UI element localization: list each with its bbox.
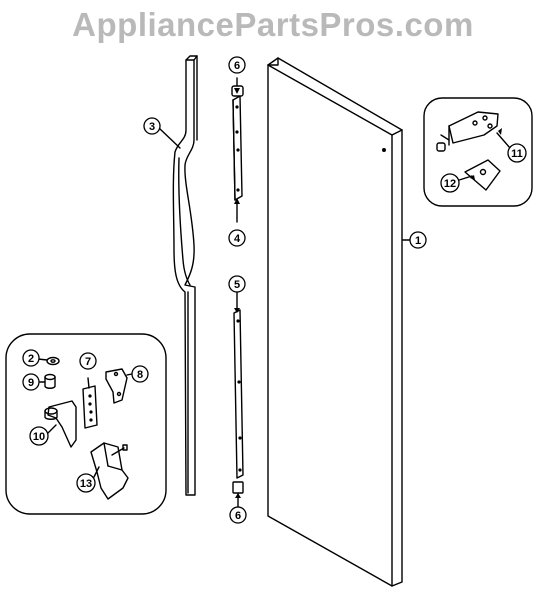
svg-text:3: 3 [149,121,155,133]
inset-lower-hinge [5,333,167,515]
callout-washer: 2 [22,349,40,367]
trim-lower [232,291,244,509]
callout-door-panel: 1 [409,231,427,249]
callout-hinge-top: 11 [507,143,527,163]
callout-bracket: 8 [131,365,149,383]
svg-text:8: 8 [137,369,143,381]
callout-shim: 7 [79,352,97,370]
svg-text:11: 11 [511,148,523,160]
callout-hinge-lower: 10 [29,426,49,446]
callout-trim-upper-bottom: 4 [228,229,246,247]
callout-trim-lower-top: 5 [228,275,246,293]
svg-text:7: 7 [85,356,91,368]
callout-hinge-cover: 13 [76,473,96,493]
callout-cap-upper: 6 [228,56,246,74]
svg-text:6: 6 [235,510,241,522]
callout-hinge-shim: 12 [440,173,460,193]
callout-cap-lower: 6 [229,506,247,524]
svg-text:13: 13 [80,478,92,490]
door-handle [172,55,198,496]
arrowheads [234,88,502,498]
callout-bushing: 9 [22,373,40,391]
svg-text:12: 12 [444,178,456,190]
svg-text:2: 2 [28,353,34,365]
svg-text:5: 5 [234,279,240,291]
svg-text:6: 6 [234,60,240,72]
svg-text:10: 10 [33,431,45,443]
svg-text:1: 1 [415,235,421,247]
svg-text:4: 4 [234,233,241,245]
svg-text:9: 9 [28,377,34,389]
callout-door-handle: 3 [143,117,161,135]
watermark-text: AppliancePartsPros.com [72,6,474,43]
door-panel [267,57,403,587]
trim-upper [231,77,244,223]
